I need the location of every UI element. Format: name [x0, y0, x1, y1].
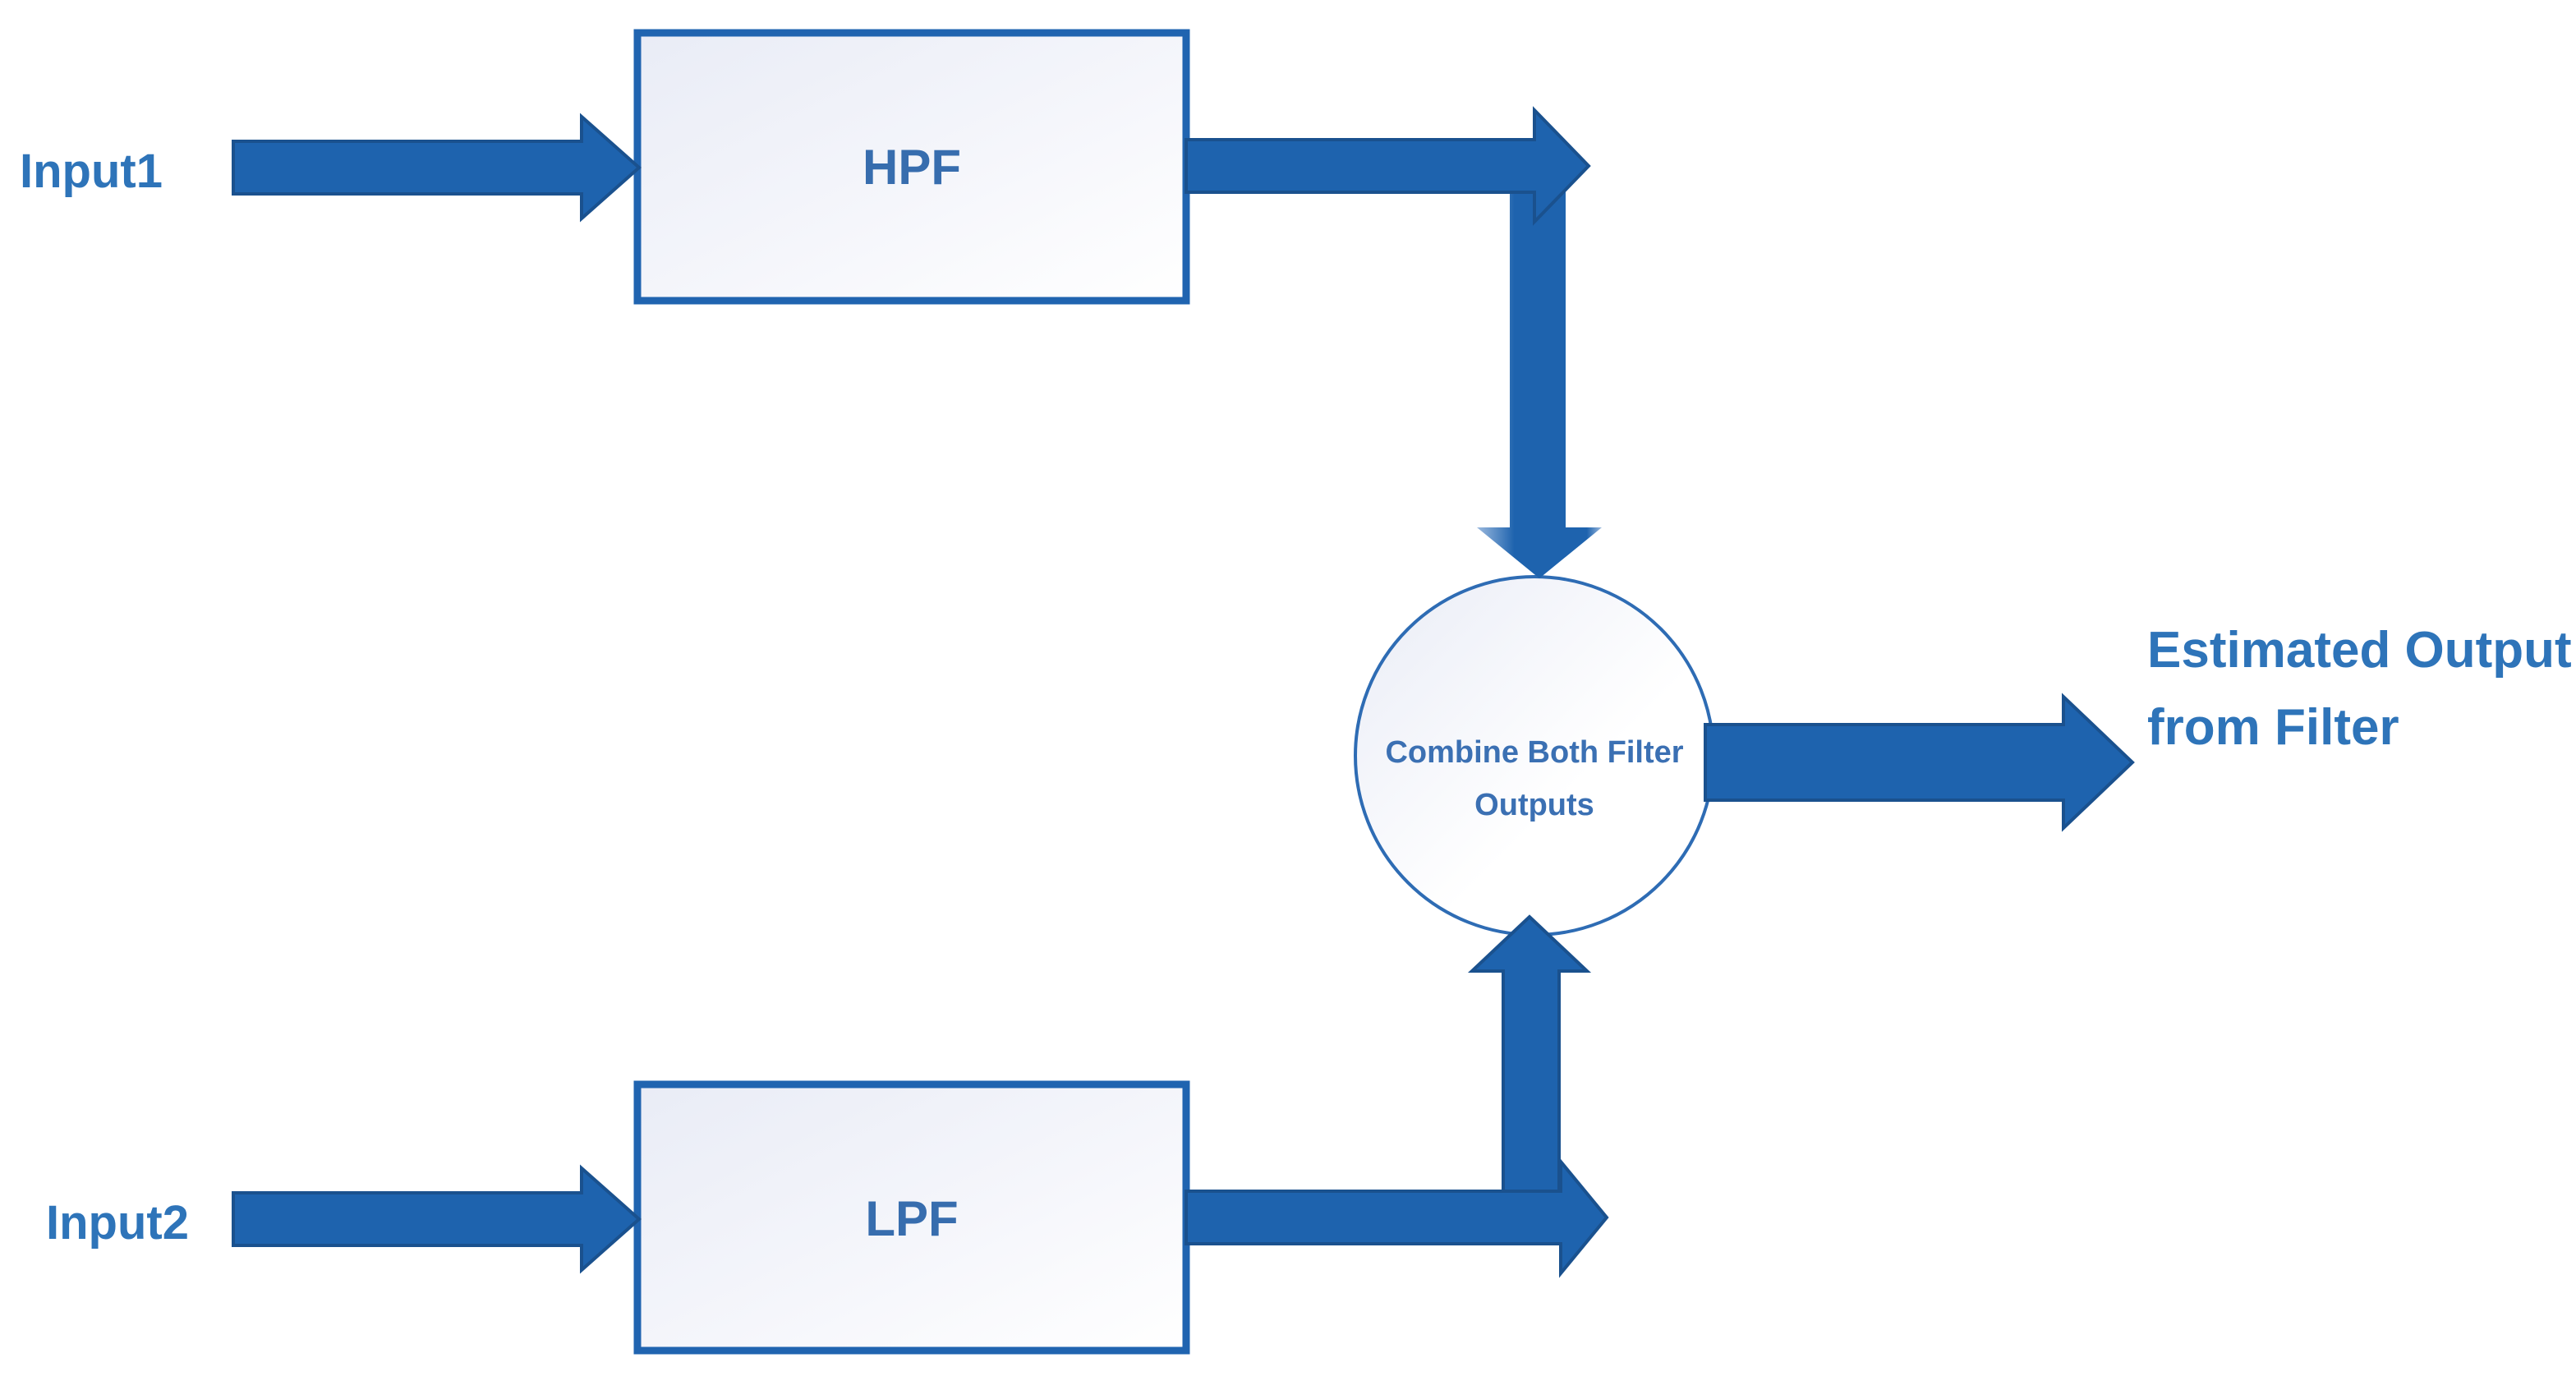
hpf-output-arrow — [1184, 106, 1591, 226]
input2-arrow — [232, 1164, 642, 1274]
combine-circle-label-line1: Combine Both Filter — [1385, 735, 1683, 770]
hpf-to-combine-down-arrow — [1477, 168, 1602, 578]
hpf-box-node — [633, 29, 1190, 305]
estimated-output-label-line2: from Filter — [2147, 699, 2399, 756]
input1-label: Input1 — [20, 145, 163, 198]
lpf-output-arrow — [1184, 1157, 1609, 1278]
input1-arrow — [232, 113, 642, 223]
lpf-box-label: LPF — [865, 1191, 958, 1246]
estimated-output-label-line1: Estimated Output — [2147, 622, 2572, 679]
hpf-box-label: HPF — [862, 140, 961, 195]
combine-output-arrow — [1704, 693, 2135, 832]
input2-label: Input2 — [46, 1196, 189, 1250]
combine-circle-label-line2: Outputs — [1474, 788, 1594, 822]
lpf-box-node — [633, 1080, 1190, 1355]
